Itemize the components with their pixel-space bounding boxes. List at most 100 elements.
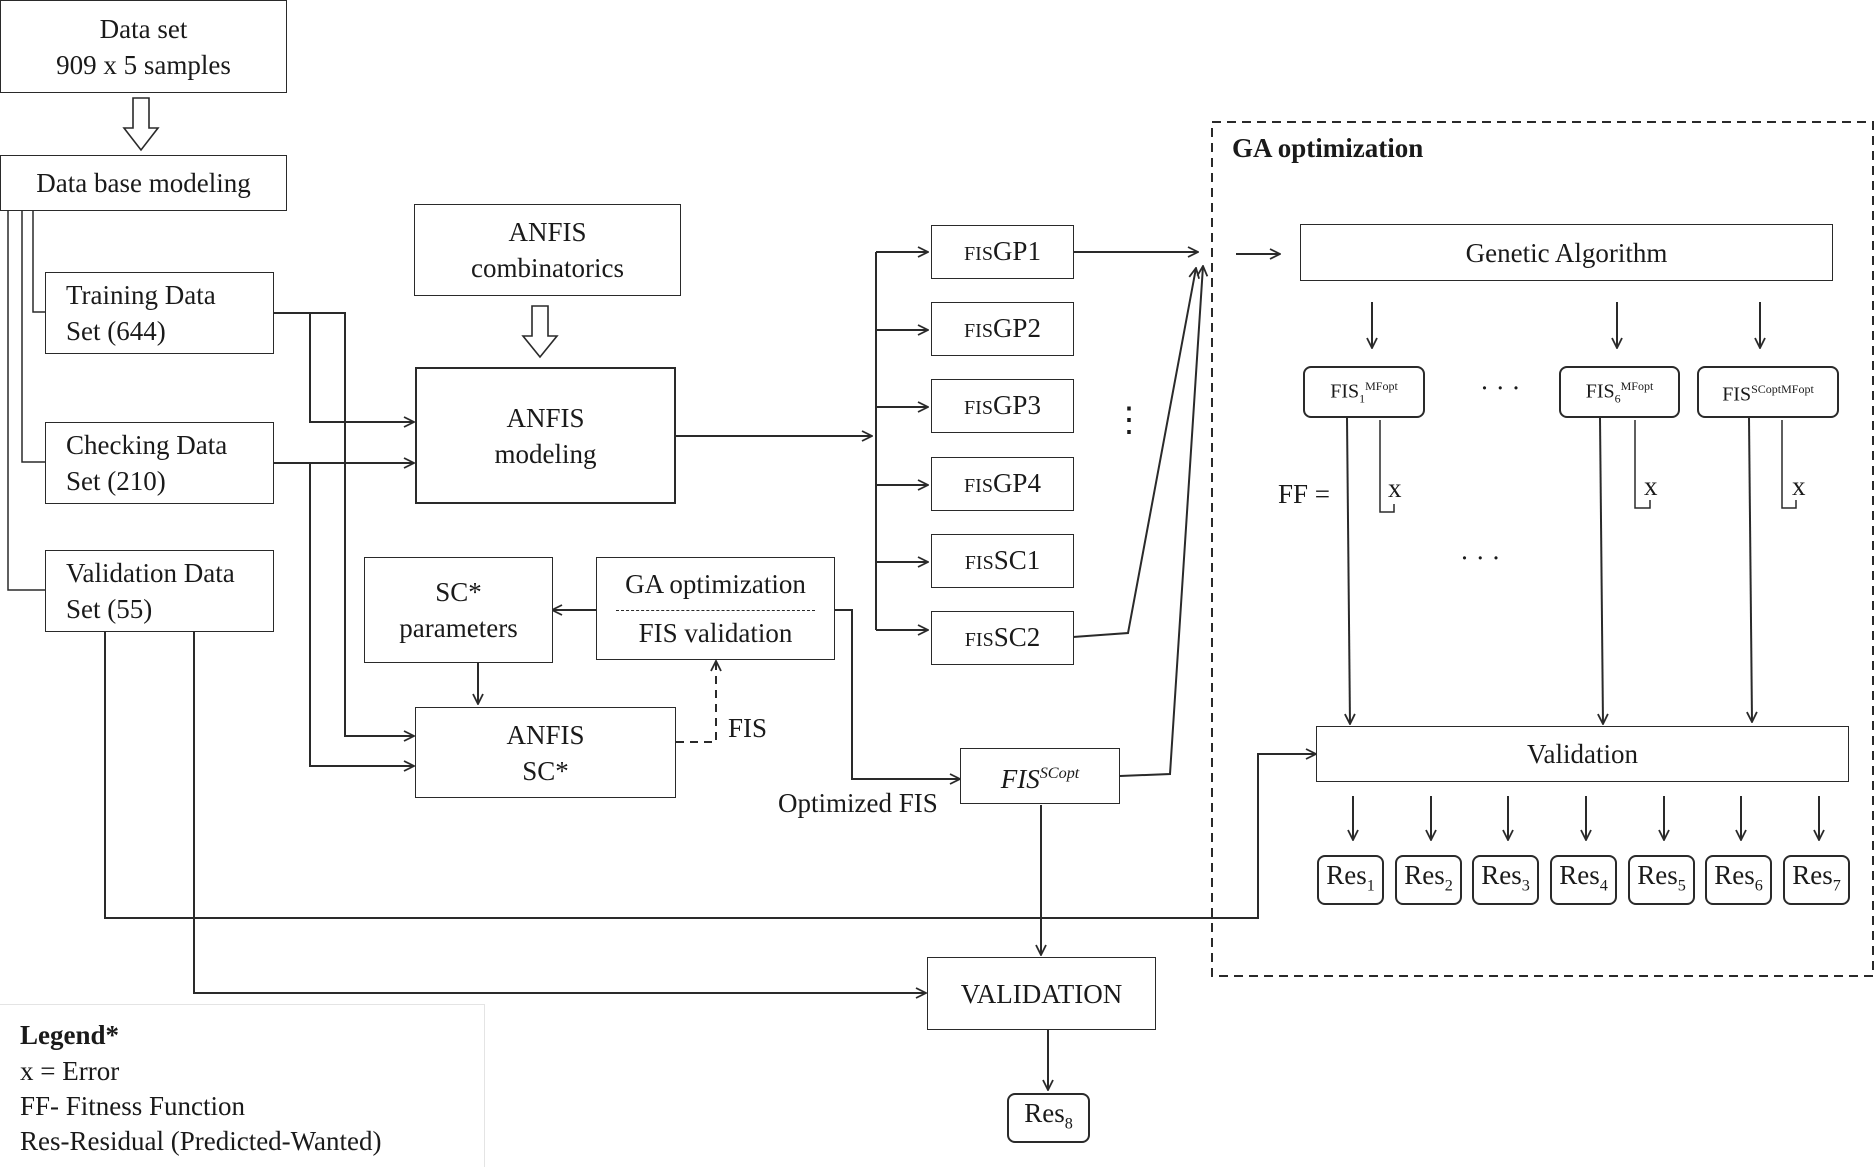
line-ga-to-scopt [835, 609, 960, 779]
res-sub: 4 [1599, 876, 1608, 895]
checking-line2: Set (210) [66, 466, 166, 496]
res8-base: Res [1024, 1097, 1065, 1128]
hollow-arrow-combinatorics [521, 305, 559, 359]
res-6-box: Res6 [1705, 855, 1772, 905]
anfis-combinatorics-line1: ANFIS [508, 217, 587, 247]
fis1-mfopt-label: FIS1MFopt [1330, 368, 1398, 417]
fis-sc-base: FIS [1722, 383, 1752, 406]
line-db-checking [21, 210, 45, 463]
fis-sc-sup: SCoptMFopt [1751, 382, 1814, 397]
res8-label: Res8 [1024, 1095, 1073, 1141]
fis-name: SC2 [993, 621, 1041, 652]
anfis-combinatorics-box: ANFIS combinatorics [414, 204, 681, 296]
fis-gp4-box: FISGP4 [931, 457, 1074, 511]
res-3-box: Res3 [1472, 855, 1539, 905]
fis-loop-label: FIS [728, 713, 768, 743]
validation-set-box: Validation Data Set (55) [45, 550, 274, 632]
res-label: Res6 [1714, 857, 1763, 903]
res-label: Res1 [1326, 857, 1375, 903]
line-db-training [32, 210, 45, 313]
anfis-sc-line1: ANFIS [506, 719, 585, 750]
res-2-box: Res2 [1395, 855, 1462, 905]
fis-gp2-box: FISGP2 [931, 302, 1074, 356]
fis-list-label: FISGP4 [964, 465, 1041, 504]
res-base: Res [1637, 859, 1678, 890]
sc-parameters-box: SC* parameters [364, 557, 553, 663]
validation-main-box: VALIDATION [927, 957, 1156, 1030]
ga-hdots-top: · · · [1480, 373, 1521, 403]
res-1-box: Res1 [1317, 855, 1384, 905]
fis-list-label: FISSC1 [965, 542, 1040, 581]
fis1-base: FIS [1330, 380, 1360, 403]
fis1-sub: 1 [1359, 391, 1366, 406]
res-5-box: Res5 [1628, 855, 1695, 905]
fis6-mfopt-box: FIS6MFopt [1559, 366, 1680, 418]
genetic-algorithm-label: Genetic Algorithm [1465, 237, 1668, 268]
database-modeling-label: Data base modeling [36, 168, 251, 198]
line-validation-main [193, 632, 926, 993]
fis-list-label: FISGP3 [964, 387, 1041, 426]
fis-sc2-box: FISSC2 [931, 611, 1074, 665]
checking-line1: Checking Data [66, 430, 228, 460]
training-line1: Training Data [66, 280, 216, 310]
fis6-mfopt-label: FIS6MFopt [1586, 368, 1654, 417]
training-set-box: Training Data Set (644) [45, 272, 274, 354]
dataset-line2: 909 x 5 samples [56, 49, 231, 80]
ga-validation-label: Validation [1527, 739, 1638, 769]
database-modeling-box: Data base modeling [0, 155, 287, 211]
res-sub: 6 [1754, 876, 1763, 895]
res-4-box: Res4 [1550, 855, 1617, 905]
fis-prefix: FIS [964, 551, 994, 574]
line-validation-to-ga [104, 632, 1316, 919]
ga-hdots-middle: · · · [1460, 543, 1501, 573]
fis-prefix: FIS [964, 474, 993, 497]
res-label: Res7 [1792, 857, 1841, 903]
fis-scopt-label: FISSCopt [1001, 755, 1080, 797]
ga-panel-title: GA optimization [1232, 133, 1424, 163]
res8-box: Res8 [1007, 1093, 1090, 1143]
dataset-box: Data set 909 x 5 samples [0, 0, 287, 93]
res-base: Res [1559, 859, 1600, 890]
fis-sc-mfopt-label: FISSCoptMFopt [1722, 371, 1814, 413]
anfis-modeling-line1: ANFIS [506, 402, 585, 433]
line-training-branch [309, 313, 414, 422]
res-sub: 2 [1444, 876, 1453, 895]
res-sub: 1 [1366, 876, 1375, 895]
ga-box-divider [615, 610, 816, 611]
arrow-scopt-ga [1119, 266, 1203, 777]
res-base: Res [1481, 859, 1522, 890]
res-label: Res5 [1637, 857, 1686, 903]
arrow-fis1-validation [1347, 417, 1350, 724]
fis-scopt-box: FISSCopt [960, 748, 1120, 804]
error-x-1: x [1388, 473, 1402, 503]
ff-label: FF = [1278, 479, 1331, 509]
legend: Legend* x = Error FF- Fitness Function R… [0, 1004, 485, 1167]
fis-prefix: FIS [964, 396, 993, 419]
fis6-sup: MFopt [1620, 378, 1654, 393]
fis-name: SC1 [993, 544, 1041, 575]
fis-prefix: FIS [964, 242, 993, 265]
legend-title: Legend* [20, 1020, 120, 1050]
hollow-arrow-dataset [122, 97, 160, 152]
anfis-combinatorics-line2: combinatorics [471, 253, 624, 283]
error-bracket-1 [1379, 420, 1395, 513]
fis6-sub: 6 [1614, 391, 1621, 406]
anfis-sc-line2: SC* [522, 755, 569, 786]
anfis-sc-box: ANFIS SC* [415, 707, 676, 798]
res-base: Res [1714, 859, 1755, 890]
line-checking-branch [309, 463, 414, 766]
error-bracket-6 [1634, 420, 1651, 509]
validation-set-line2: Set (55) [66, 594, 153, 624]
checking-set-box: Checking Data Set (210) [45, 422, 274, 504]
fis-list-label: FISGP2 [964, 310, 1041, 349]
fis-list-vdots: ⋮ [1112, 402, 1146, 439]
fis1-sup: MFopt [1365, 378, 1398, 393]
validation-main-label: VALIDATION [960, 978, 1123, 1009]
dataset-line1: Data set [99, 13, 188, 44]
fis-list-label: FISGP1 [964, 233, 1041, 272]
arrow-fis6-validation [1600, 417, 1603, 724]
anfis-modeling-line2: modeling [494, 438, 597, 469]
error-x-sc: x [1792, 471, 1806, 501]
fis-gp3-box: FISGP3 [931, 379, 1074, 433]
